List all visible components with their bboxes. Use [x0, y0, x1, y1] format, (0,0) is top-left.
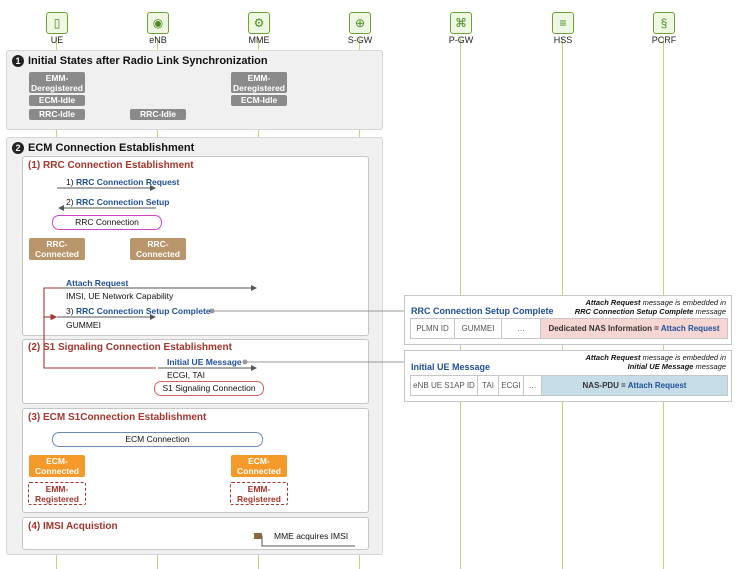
entity-label-mme: MME [248, 35, 270, 45]
rrc-complete-params: GUMMEI [66, 320, 101, 330]
panel1-note: Attach Request message is embedded in RR… [560, 298, 726, 316]
policy-icon: § [653, 12, 675, 34]
s1-connection-pill: S1 Signaling Connection [154, 381, 264, 396]
section1-title: 1 Initial States after Radio Link Synchro… [12, 55, 268, 67]
msg-rrc-connection-request: 1) RRC Connection Request [66, 177, 179, 187]
panel1-note-rest1: message is embedded in [640, 298, 726, 307]
mme-ecm-connected: ECM-Connected [231, 455, 287, 477]
panel1-title: RRC Connection Setup Complete [411, 306, 554, 316]
database-icon: ≡ [552, 12, 574, 34]
msg-attach-request: Attach Request [66, 278, 129, 288]
panel2-title: Initial UE Message [411, 362, 491, 372]
network-icon: ⌘ [450, 12, 472, 34]
initial-ue-params: ECGI, TAI [167, 370, 205, 380]
panel2-fields: eNB UE S1AP ID TAI ECGI … NAS-PDU = Atta… [410, 375, 728, 396]
ue-emm-registered: EMM-Registered [28, 482, 86, 505]
msg-initial-ue: Initial UE Message [167, 357, 242, 367]
callout-dot-rrc [209, 308, 215, 314]
mme-emm-registered: EMM-Registered [230, 482, 288, 505]
section2-title-text: ECM Connection Establishment [28, 142, 195, 154]
panel1-fields: PLMN ID GUMMEI … Dedicated NAS Informati… [410, 318, 728, 339]
router-icon: ⊕ [349, 12, 371, 34]
nas-pdu-label: NAS-PDU = [582, 381, 628, 390]
enb-rrc-state: RRC-Idle [130, 109, 186, 120]
gear-icon: ⚙ [248, 12, 270, 34]
section1-title-text: Initial States after Radio Link Synchron… [28, 55, 268, 67]
section2-title: 2 ECM Connection Establishment [12, 142, 194, 154]
msg-num-1: 1) [66, 177, 74, 187]
imsi-title: (4) IMSI Acquistion [28, 521, 118, 532]
msg-rrc-setup-text: RRC Connection Setup [75, 197, 170, 207]
dedicated-nas-label: Dedicated NAS Information = [548, 324, 661, 333]
entity-label-ue: UE [50, 35, 64, 45]
enb-rrc-connected: RRC-Connected [130, 238, 186, 260]
entity-label-hss: HSS [553, 35, 573, 45]
rrc-title: (1) RRC Connection Establishment [28, 160, 194, 171]
rrc-connection-pill: RRC Connection [52, 215, 162, 230]
nas-pdu-value: Attach Request [627, 381, 687, 390]
callout-dot-s1 [242, 359, 248, 365]
subsection-imsi [22, 517, 369, 550]
field-enb-ue-s1ap-id: eNB UE S1AP ID [411, 376, 478, 395]
panel1-note-em: Attach Request [585, 298, 641, 307]
field-gummei: GUMMEI [455, 319, 502, 338]
msg-num-3: 3) [66, 306, 74, 316]
attach-params: IMSI, UE Network Capability [66, 291, 174, 301]
antenna-icon: ◉ [147, 12, 169, 34]
msg-rrc-connection-setup: 2) RRC Connection Setup [66, 197, 169, 207]
panel2-note-rest2: message [693, 362, 726, 371]
mme-emm-state: EMM-Deregistered [231, 72, 287, 93]
nas-embed-path [43, 287, 156, 369]
msg-rrc-setup-complete: 3) RRC Connection Setup Complete [66, 306, 211, 316]
field-tai: TAI [478, 376, 499, 395]
panel1-note-line2: RRC Connection Setup Complete [574, 307, 694, 316]
panel2-note: Attach Request message is embedded in In… [560, 353, 726, 371]
field-ellipsis-1: … [502, 319, 541, 338]
s1-title: (2) S1 Signaling Connection Establishmen… [28, 342, 232, 353]
step-number-1: 1 [12, 55, 24, 67]
mme-ecm-state: ECM-Idle [231, 95, 287, 106]
field-ecgi: ECGI [499, 376, 524, 395]
ue-ecm-connected: ECM-Connected [29, 455, 85, 477]
panel2-note-rest1: message is embedded in [640, 353, 726, 362]
ue-rrc-state: RRC-Idle [29, 109, 85, 120]
field-plmn-id: PLMN ID [411, 319, 455, 338]
ecm-title: (3) ECM S1Connection Establishment [28, 412, 207, 423]
ecm-connection-pill: ECM Connection [52, 432, 263, 447]
imsi-marker [254, 533, 262, 539]
entity-label-pgw: P-GW [448, 35, 474, 45]
imsi-note: MME acquires IMSI [274, 531, 349, 541]
phone-icon: ▯ [46, 12, 68, 34]
field-nas-pdu: NAS-PDU = Attach Request [542, 376, 727, 395]
entity-label-pcrf: PCRF [651, 35, 677, 45]
entity-label-sgw: S-GW [347, 35, 373, 45]
entity-label-enb: eNB [149, 35, 167, 45]
msg-num-2: 2) [66, 197, 74, 207]
step-number-2: 2 [12, 142, 24, 154]
field-dedicated-nas: Dedicated NAS Information = Attach Reque… [541, 319, 727, 338]
msg-rrc-request-text: RRC Connection Request [75, 177, 180, 187]
ue-rrc-connected: RRC-Connected [29, 238, 85, 260]
panel2-note-em: Attach Request [585, 353, 641, 362]
ue-ecm-state: ECM-Idle [29, 95, 85, 106]
msg-rrc-complete-text: RRC Connection Setup Complete [75, 306, 211, 316]
panel2-note-line2: Initial UE Message [627, 362, 694, 371]
ue-emm-state: EMM-Deregistered [29, 72, 85, 93]
dedicated-nas-value: Attach Request [660, 324, 720, 333]
panel1-note-rest2: message [693, 307, 726, 316]
field-ellipsis-2: … [524, 376, 542, 395]
